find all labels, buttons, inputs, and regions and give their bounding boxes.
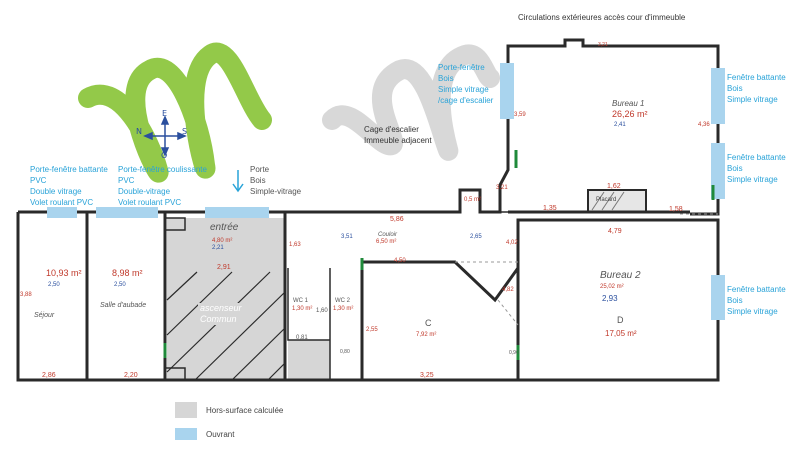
dim-3-59: 3,59 bbox=[514, 112, 526, 118]
room-sejour-area: 10,93 m² bbox=[46, 268, 82, 278]
dim-2-91: 2,91 bbox=[217, 264, 231, 271]
placard-hatch bbox=[591, 191, 625, 211]
dim-1-62: 1,62 bbox=[607, 183, 621, 190]
room-sejour-height: 2,50 bbox=[48, 282, 60, 288]
hors-surface-wc bbox=[288, 340, 330, 380]
dim-4-50: 4,50 bbox=[394, 258, 406, 264]
dim-4-36: 4,36 bbox=[698, 122, 710, 128]
legend-gray-label: Hors-surface calculée bbox=[206, 406, 284, 415]
compass-n: N bbox=[136, 127, 142, 136]
compass-rose bbox=[143, 115, 187, 157]
room-bureau2-area: 25,02 m² bbox=[600, 284, 624, 290]
room-bureau1-name: Bureau 1 bbox=[612, 99, 645, 108]
dim-5-86: 5,86 bbox=[390, 216, 404, 223]
dim-1-63: 1,63 bbox=[289, 242, 301, 248]
compass-e: E bbox=[162, 109, 167, 118]
room-couloir-area: 6,50 m² bbox=[376, 239, 397, 245]
green-zigzag-decoration bbox=[78, 42, 272, 183]
room-entree-height: 2,21 bbox=[212, 245, 224, 251]
room-wc2-area: 1,30 m² bbox=[333, 306, 354, 312]
thin-walls bbox=[164, 211, 518, 381]
legend-blue-swatch bbox=[175, 428, 197, 440]
compass-o: O bbox=[161, 151, 167, 160]
room-sejour-name: Séjour bbox=[34, 312, 55, 319]
dim-0-81: 0,81 bbox=[296, 335, 308, 341]
room-salle-name: Salle d'aubade bbox=[100, 302, 147, 309]
room-bureau2-height: 2,93 bbox=[602, 294, 618, 303]
door-markers bbox=[163, 150, 715, 360]
entry-arrow-icon bbox=[232, 170, 244, 193]
dim-1-35: 1,35 bbox=[543, 205, 557, 212]
hors-surface-ascenseur bbox=[167, 270, 285, 380]
room-niche-area: 0,5 m² bbox=[464, 197, 482, 203]
dim-1-60: 1,60 bbox=[316, 308, 328, 314]
dim-3-88: 3,88 bbox=[20, 292, 32, 298]
dim-2-86: 2,86 bbox=[42, 372, 56, 379]
room-d-area: 17,05 m² bbox=[605, 329, 637, 338]
dim-4-82: 4,82 bbox=[502, 287, 514, 293]
room-d-name: D bbox=[617, 315, 624, 325]
room-wc1-area: 1,30 m² bbox=[292, 306, 313, 312]
room-entree-name: entrée bbox=[210, 222, 239, 233]
dim-0-90: 0,90 bbox=[509, 350, 519, 356]
legend-gray-swatch bbox=[175, 402, 197, 418]
room-salle-area: 8,98 m² bbox=[112, 268, 143, 278]
dim-4-79: 4,79 bbox=[608, 228, 622, 235]
dim-2-55: 2,55 bbox=[366, 327, 378, 333]
hors-surface-entree bbox=[167, 218, 285, 270]
dim-2-65: 2,65 bbox=[470, 234, 482, 240]
dim-1-58: 1,58 bbox=[669, 206, 683, 213]
room-entree-area: 4,80 m² bbox=[212, 238, 233, 244]
room-wc2-name: WC 2 bbox=[335, 298, 350, 304]
legend-blue-label: Ouvrant bbox=[206, 430, 235, 439]
openings bbox=[47, 63, 725, 320]
dim-2-20: 2,20 bbox=[124, 372, 138, 379]
dashed-lines bbox=[455, 213, 718, 326]
room-bureau2-name: Bureau 2 bbox=[600, 270, 641, 281]
gray-zigzag-decoration bbox=[322, 44, 500, 161]
dim-3-51: 3,51 bbox=[341, 234, 353, 240]
room-couloir-name: Couloir bbox=[378, 232, 398, 238]
dim-3-25: 3,25 bbox=[420, 372, 434, 379]
room-wc1-name: WC 1 bbox=[293, 298, 308, 304]
header-title: Circulations extérieures accès cour d'im… bbox=[518, 13, 686, 22]
room-placard-name: Placard bbox=[596, 197, 617, 203]
compass-s: S bbox=[182, 127, 187, 136]
room-c-area: 7,92 m² bbox=[416, 332, 437, 338]
room-salle-height: 2,50 bbox=[114, 282, 126, 288]
room-bureau1-area: 26,26 m² bbox=[612, 109, 648, 119]
dim-3-21: 3,21 bbox=[496, 185, 508, 191]
room-bureau1-height: 2,41 bbox=[614, 122, 626, 128]
dim-top: 3,21 bbox=[598, 42, 608, 48]
dim-4-02: 4,02 bbox=[506, 240, 518, 246]
dim-0-80: 0,80 bbox=[340, 349, 350, 355]
room-c-name: C bbox=[425, 318, 432, 328]
